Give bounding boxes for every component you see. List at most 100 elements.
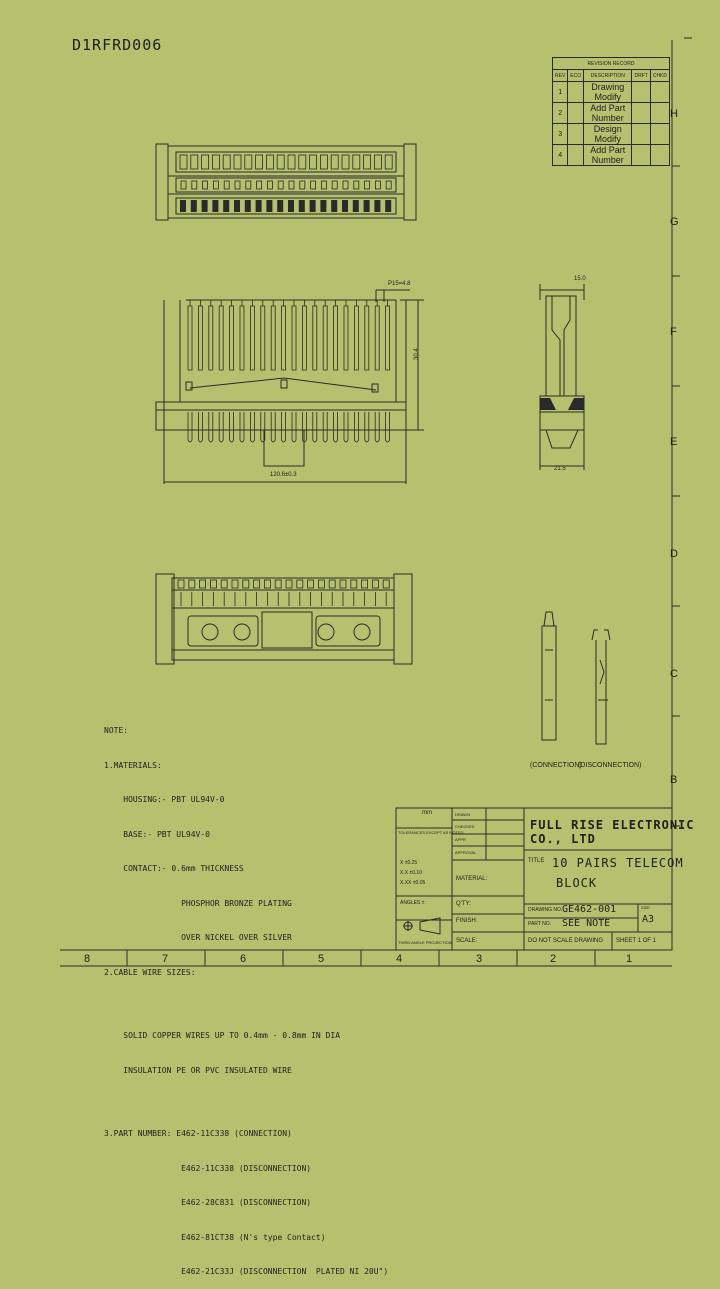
bottom-slot [307,579,315,589]
front-contact-tail [260,412,266,443]
top-contact-window [256,180,263,190]
zone-label: B [670,774,678,786]
column-label: 1 [626,953,633,965]
note-line: PHOSPHOR BRONZE PLATING [104,898,292,908]
front-contact-tail [374,412,380,443]
top-contact-slot [352,154,361,170]
appr-label: APPR [455,837,466,842]
column-label: 4 [396,953,403,965]
zone-label: C [670,668,678,680]
zone-label: F [670,326,677,338]
front-contact-tail [364,412,370,443]
top-contact-slot [384,154,393,170]
drawing-sheet [60,37,692,967]
top-contact-pin [255,200,262,212]
top-contact-pin [212,200,219,212]
top-contact-slot [319,154,328,170]
front-contact-blade [322,305,328,371]
column-label: 3 [476,953,483,965]
bottom-slot [350,579,358,589]
top-contact-slot [287,154,296,170]
note-line [104,1099,388,1105]
eco-column-header: ECO [567,69,585,82]
note-line: CONTACT:- 0.6mm THICKNESS [104,864,244,873]
contact-details [541,611,611,745]
front-contact-tail [343,412,349,443]
front-contact-tail [322,412,328,443]
front-contact-tail [302,412,307,443]
drft-column-header: DRFT [631,69,651,82]
top-contact-pin [244,200,251,212]
revision-description: Drawing Modify [583,81,633,103]
note-line: 3.PART NUMBER: E462-11C338 (CONNECTION) [104,1129,292,1138]
top-contact-window [353,180,360,190]
top-contact-window [266,180,273,190]
top-contact-slot [244,154,253,170]
front-contact-tail [239,412,245,443]
top-contact-slot [276,154,285,170]
note-line: E462-11C338 (DISCONNECTION) [104,1163,312,1173]
note-line: E462-21C33J (DISCONNECTION PLATED NI 20U… [104,1267,389,1276]
top-contact-window [180,180,187,190]
bottom-slot [253,579,261,589]
top-contact-pin [277,200,284,212]
column-label: 5 [318,953,325,965]
front-contact-tail [312,412,318,443]
sheet-size: A3 [642,914,655,925]
finish-label: FINISH: [456,918,478,924]
description-column-header: DESCRIPTION [583,69,633,82]
note-line [104,1001,388,1007]
top-contact-pin [331,200,338,212]
front-contact-blade [354,305,359,371]
bottom-view-slots [177,579,390,606]
front-contact-blade [208,305,214,371]
note-line: HOUSING:- PBT UL94V-0 [104,795,225,804]
front-contact-tail [229,412,234,443]
note-line: BASE:- PBT UL94V-0 [104,829,210,839]
front-contact-blade [374,305,380,371]
bottom-view [155,573,413,665]
top-contact-slot [298,154,307,170]
top-contact-window [212,180,219,190]
note-line: E462-28C831 (DISCONNECTION) [104,1198,312,1207]
column-label: 6 [240,953,247,965]
bottom-slot [274,579,282,589]
third-angle-projection: THIRD ANGLE PROJECTION [398,940,452,945]
material-label: MATERIAL: [456,876,488,882]
top-contact-window [320,180,327,190]
top-view [155,143,417,221]
top-contact-slot [255,154,264,170]
front-contact-tail [354,412,359,443]
top-contact-pin [201,200,208,212]
top-contact-slot [211,154,220,170]
front-contact-blade [291,305,297,371]
revision-number: 4 [551,144,569,166]
note-line: E462-81CT38 (N's type Contact) [104,1232,326,1242]
checked-label: CHECKED [455,824,475,829]
drawing-title-line1: 10 PAIRS TELECOM [552,856,684,870]
front-contact-blade [333,305,338,371]
chkd-column-header: CHKD [649,69,671,82]
top-contact-pin [342,200,348,212]
top-contact-slot [222,154,231,170]
bottom-slot [371,579,379,589]
top-contact-window [202,180,209,190]
do-not-scale-note: DO NOT SCALE DRAWING [528,938,604,944]
front-contact-blade [198,305,203,371]
column-label: 8 [84,953,91,965]
top-contact-pin [266,200,273,212]
bottom-slot [339,579,347,589]
top-view-contacts [179,154,393,212]
top-contact-pin [180,200,186,212]
top-contact-pin [234,200,240,212]
revision-row: 1 Drawing Modify [551,81,671,103]
top-contact-window [191,180,198,190]
top-contact-pin [363,200,370,212]
top-contact-window [299,180,306,190]
tolerance-row: X.X ±0.10 [400,870,422,876]
part-number: SEE NOTE [562,918,611,929]
bottom-slot [317,579,325,589]
top-contact-pin [309,200,316,212]
top-contact-window [277,180,284,190]
bottom-slot [263,579,271,589]
